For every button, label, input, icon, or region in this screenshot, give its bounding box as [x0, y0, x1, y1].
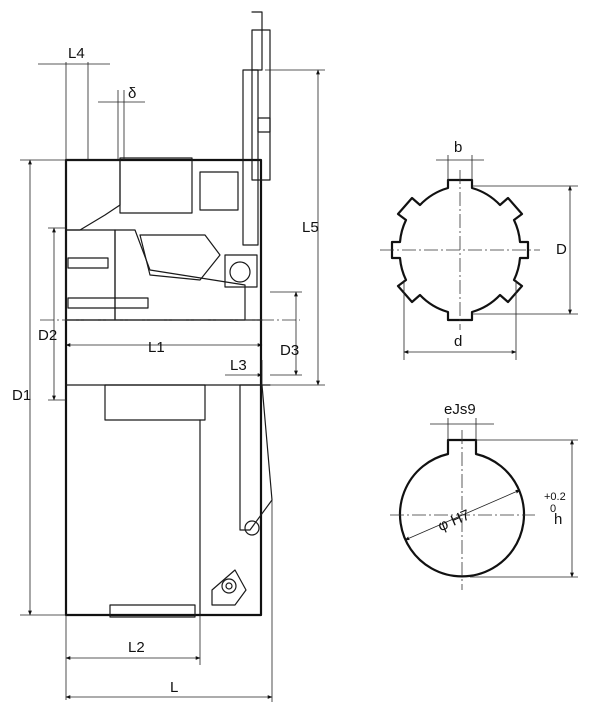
- label-D: D: [556, 241, 567, 258]
- lever-pin: [257, 117, 271, 133]
- release-lever: [242, 69, 259, 246]
- label-b: b: [454, 139, 462, 156]
- label-l5: L5: [302, 219, 319, 236]
- label-d2: D2: [38, 327, 57, 344]
- lever-handle: [251, 11, 263, 71]
- spline-profile: [390, 178, 530, 322]
- label-bore: φ H7: [435, 507, 472, 536]
- spline-section-view: b D d: [380, 139, 578, 360]
- friction-disc: [119, 157, 193, 214]
- upper-housing-section: [65, 159, 121, 231]
- label-l4: L4: [68, 45, 85, 62]
- label-d1: D1: [12, 387, 31, 404]
- label-h-tol-upper: +0.2: [544, 491, 566, 503]
- side-section-view: [40, 11, 300, 618]
- label-h: h: [554, 511, 562, 528]
- label-l: L: [170, 679, 178, 696]
- label-h-tol-lower: 0: [550, 503, 556, 515]
- cover-screw: [244, 520, 260, 536]
- label-l1: L1: [148, 339, 165, 356]
- lever-grip: [251, 29, 271, 181]
- terminal-hole-inner: [225, 582, 233, 590]
- bearing-ball: [229, 261, 251, 283]
- terminal-hole: [221, 578, 237, 594]
- cover-plate: [239, 384, 273, 531]
- label-delta: δ: [128, 85, 136, 102]
- bearing-race: [224, 254, 258, 288]
- cooling-fins-bottom: [109, 604, 196, 618]
- side-dimensions: L4 δ D1 D2 L1 L3 D3 L5: [12, 45, 325, 702]
- label-width: eJs9: [444, 401, 476, 418]
- label-l3: L3: [230, 357, 247, 374]
- keyway-section-view: φ H7 eJs9 h +0.2 0: [390, 401, 578, 590]
- housing-outline: [64, 158, 263, 617]
- coil-section: [139, 234, 221, 281]
- hub-section: [65, 229, 116, 321]
- label-l2: L2: [128, 639, 145, 656]
- bolt-upper: [67, 257, 109, 269]
- label-d3: D3: [280, 342, 299, 359]
- pressure-plate: [199, 171, 239, 211]
- bore-diameter-line: [404, 489, 521, 541]
- label-d: d: [454, 333, 462, 350]
- bolt-lower: [67, 297, 149, 309]
- terminal-lug: [211, 569, 247, 606]
- cooling-fins-top: [104, 384, 206, 421]
